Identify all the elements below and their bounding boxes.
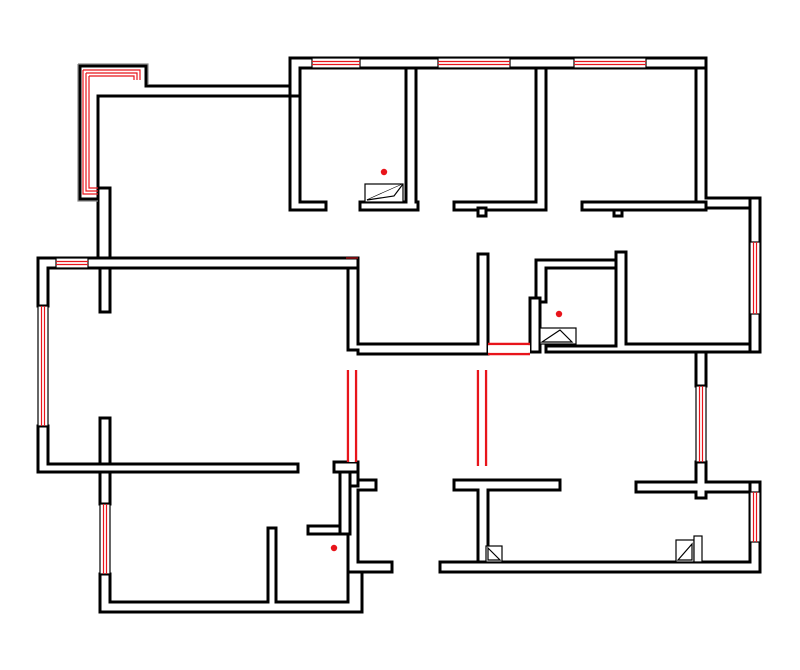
wall-room3-bottom	[580, 200, 708, 212]
window-symbol	[437, 57, 511, 69]
wall-corridor-right	[452, 478, 562, 564]
wall-top-right	[694, 66, 762, 210]
markers	[330, 168, 563, 552]
window-symbol	[311, 57, 361, 69]
window-symbol	[749, 491, 761, 543]
red-dot-marker	[330, 544, 338, 552]
wall-left-stub	[96, 186, 112, 260]
windows	[37, 57, 761, 575]
wall-right-lower	[438, 480, 762, 574]
window-symbol	[573, 57, 647, 69]
wall-room1-left	[288, 94, 328, 212]
fixture-symbol	[364, 183, 404, 203]
wall-right-wing	[694, 350, 708, 388]
window-symbol	[749, 241, 761, 315]
bay-window-symbol	[77, 63, 149, 202]
wall-bay	[78, 64, 292, 201]
fixtures	[364, 183, 703, 563]
wall-bath2-right	[338, 470, 352, 536]
wall-bath-right	[544, 250, 752, 354]
wall-left-lower-stub	[98, 470, 112, 506]
fixture-symbol	[675, 535, 703, 563]
wall-right-wing-lower	[634, 460, 762, 500]
wall-bath-top	[534, 258, 618, 304]
walls	[36, 56, 762, 614]
wall-left-mid-stub	[98, 266, 112, 314]
fixture-symbol	[539, 327, 577, 345]
wall-left-outer	[36, 424, 300, 474]
window-symbol	[55, 257, 89, 269]
window-symbol	[695, 385, 707, 463]
red-dot-marker	[380, 168, 388, 176]
window-symbol	[99, 503, 111, 575]
wall-tab-1	[476, 206, 488, 218]
wall-bath-left	[528, 296, 542, 354]
wall-lower-left	[98, 526, 364, 614]
window-symbol	[37, 305, 49, 427]
fixture-symbol	[485, 545, 503, 563]
wall-living-divider	[98, 416, 112, 466]
wall-room2-3	[452, 66, 548, 212]
door-openings	[346, 257, 530, 466]
wall-centre-upper	[346, 252, 490, 356]
red-dot-marker	[555, 310, 563, 318]
